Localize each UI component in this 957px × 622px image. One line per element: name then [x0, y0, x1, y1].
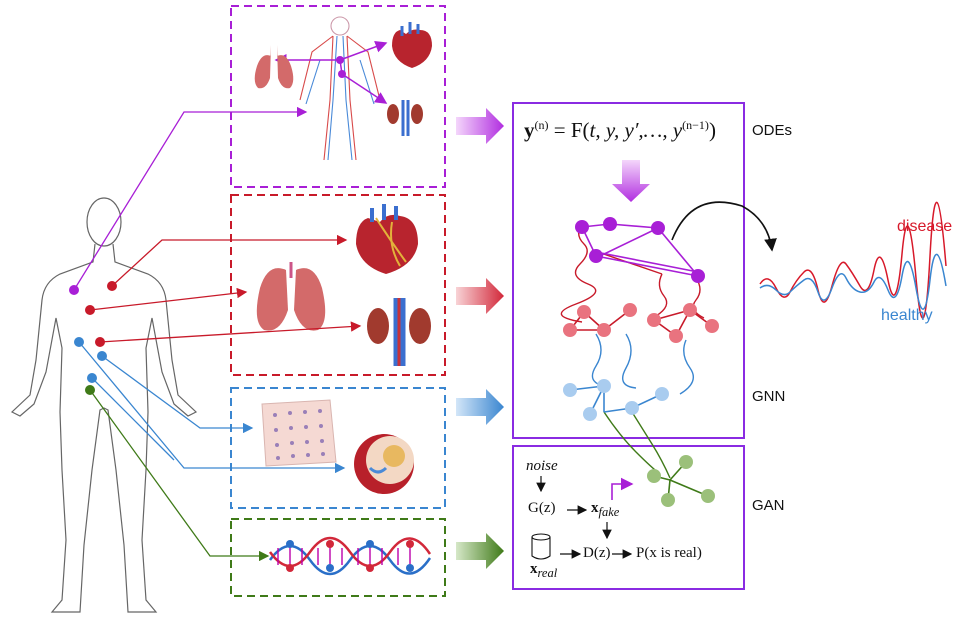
cell-icon — [354, 434, 414, 494]
organ-box-genome — [230, 518, 446, 597]
organ-box-cells — [230, 387, 446, 509]
gan-discriminator: D(z) — [583, 545, 611, 561]
gan-x-fake: xfake — [591, 500, 620, 519]
gan-arrows — [536, 476, 633, 559]
flow-arrow-down — [612, 160, 650, 202]
tissue-icon — [261, 399, 337, 467]
gan-probability: P(x is real) — [636, 545, 702, 561]
gan-x-real: xreal — [530, 561, 558, 580]
gan-feedback-arrow — [611, 477, 634, 500]
body-connection-blue — [78, 341, 346, 474]
gan-box — [512, 445, 745, 590]
heart-icon — [392, 22, 432, 68]
flow-arrow-blue — [456, 389, 504, 425]
gnn-graph — [560, 217, 719, 507]
odes-label: ODEs — [752, 122, 793, 139]
gan-noise: noise — [526, 458, 558, 474]
flow-arrow-red — [456, 278, 504, 314]
database-icon — [531, 533, 551, 560]
ode-equation: y(n) = F(t, y, y′,…, y(n−1)) — [524, 118, 716, 142]
organ-box-systemic — [230, 5, 446, 188]
flow-arrow-green — [456, 533, 504, 569]
lungs-icon — [256, 262, 326, 331]
flow-arrow-purple — [456, 108, 504, 144]
body-connection-red — [89, 234, 362, 343]
ode-gnn-box — [512, 102, 745, 439]
output-curve-arrow — [671, 201, 777, 252]
organ-box-organs — [230, 194, 446, 376]
body-outline-icon — [10, 197, 198, 613]
healthy-label: healthy — [881, 307, 933, 324]
circulatory-system-icon — [299, 16, 381, 161]
body-connection-purple — [69, 106, 308, 295]
kidneys-icon — [387, 100, 423, 136]
gan-generator: G(z) — [528, 500, 556, 516]
gan-label: GAN — [752, 497, 785, 514]
disease-label: disease — [897, 218, 953, 235]
lungs-icon — [254, 45, 294, 89]
dna-icon — [268, 536, 432, 576]
kidneys-icon — [367, 298, 431, 366]
body-connection-green — [85, 385, 270, 562]
gnn-label: GNN — [752, 388, 786, 405]
heart-icon — [356, 204, 418, 274]
signal-traces — [759, 201, 947, 319]
